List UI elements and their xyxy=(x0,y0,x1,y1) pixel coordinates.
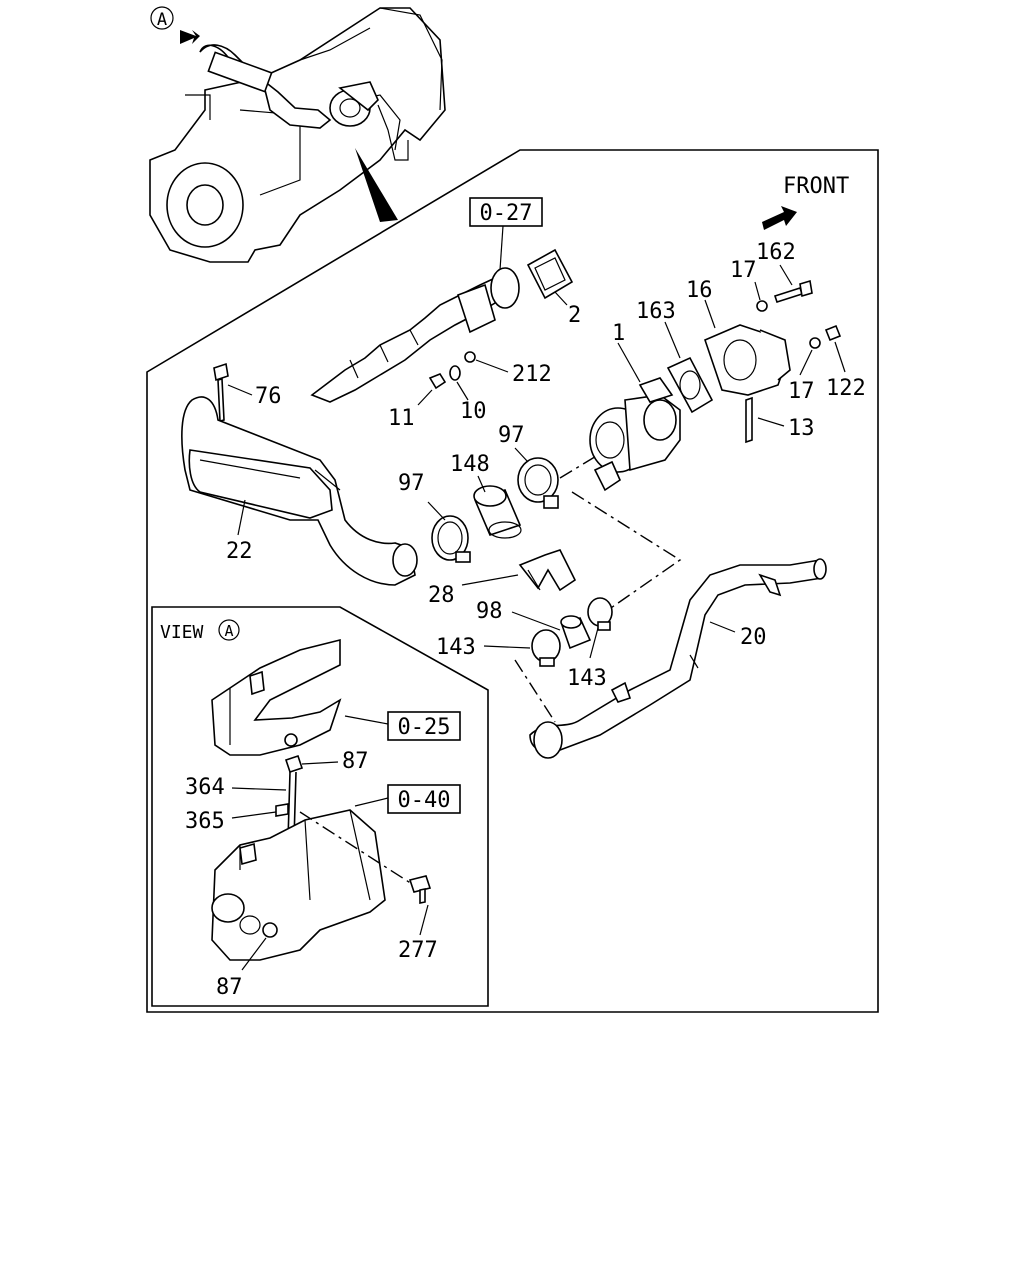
callout-97b: 97 xyxy=(498,423,525,448)
callout-364: 364 xyxy=(185,775,225,800)
assembly-line-clamp xyxy=(571,491,682,611)
view-marker-a-letter: A xyxy=(157,10,167,30)
main-detail-frame xyxy=(146,149,879,1013)
nut-11-part xyxy=(428,373,447,390)
callout-212: 212 xyxy=(512,362,552,387)
clamp-143b-part xyxy=(587,597,613,631)
front-arrow-icon xyxy=(762,206,797,230)
inset-manifold-illustration xyxy=(211,638,342,756)
washer-17b-part xyxy=(809,337,821,349)
bracket-28-part xyxy=(518,549,577,592)
sleeve-98-part xyxy=(560,615,592,650)
callout-277: 277 xyxy=(398,938,438,963)
svg-text:A: A xyxy=(224,622,233,640)
ref-box-0-27[interactable]: 0-27 xyxy=(469,197,543,227)
gasket-2-part xyxy=(526,248,574,300)
nut-122-part xyxy=(824,324,842,342)
callout-17a: 17 xyxy=(730,258,757,283)
callout-87b: 87 xyxy=(216,975,243,1000)
callout-11: 11 xyxy=(388,406,415,431)
gasket-163-part xyxy=(666,356,714,414)
callout-28: 28 xyxy=(428,583,455,608)
front-label: FRONT xyxy=(783,174,849,199)
fitting-87b-part xyxy=(262,922,278,938)
inset-turbo-illustration xyxy=(211,809,386,961)
view-marker-a: A xyxy=(150,6,200,44)
callout-143a: 143 xyxy=(436,635,476,660)
assembly-line-pipe xyxy=(514,659,556,723)
washer-212-part xyxy=(464,351,476,363)
gasket-10-part xyxy=(449,365,461,381)
callout-148: 148 xyxy=(450,452,490,477)
bolt-76-part xyxy=(213,362,229,423)
engine-overview-illustration: A xyxy=(149,6,446,263)
fitting-87a-part xyxy=(284,754,304,774)
stud-13-part xyxy=(745,396,753,444)
callout-162: 162 xyxy=(756,240,796,265)
clip-365-part xyxy=(275,803,289,817)
sleeve-148-part xyxy=(473,485,522,539)
callout-143b: 143 xyxy=(567,666,607,691)
callout-163: 163 xyxy=(636,299,676,324)
washer-17a-part xyxy=(756,300,768,312)
turbocharger-1-part xyxy=(589,377,681,492)
callout-98: 98 xyxy=(476,599,503,624)
callout-2: 2 xyxy=(568,303,581,328)
callout-97a: 97 xyxy=(398,471,425,496)
callout-10: 10 xyxy=(460,399,487,424)
elbow-16-part xyxy=(704,324,791,396)
callout-1: 1 xyxy=(612,321,625,346)
callout-16: 16 xyxy=(686,278,713,303)
callout-76: 76 xyxy=(255,384,282,409)
svg-text:0-40: 0-40 xyxy=(398,788,451,813)
assembly-line-turbo xyxy=(559,454,599,479)
callout-17b: 17 xyxy=(788,379,815,404)
bolt-277-part xyxy=(408,875,432,904)
callout-13: 13 xyxy=(788,416,815,441)
bolt-162-part xyxy=(773,279,813,304)
exhaust-pipe-20-part xyxy=(529,558,827,759)
heat-shield-22-part xyxy=(181,396,418,586)
view-a-inset-marker: A xyxy=(218,619,240,641)
callout-22: 22 xyxy=(226,539,253,564)
callout-365: 365 xyxy=(185,809,225,834)
view-arrow-icon xyxy=(180,30,200,44)
svg-text:0-27: 0-27 xyxy=(480,201,533,226)
view-a-inset-frame xyxy=(151,606,489,1007)
ref-box-0-40[interactable]: 0-40 xyxy=(387,784,461,814)
view-a-label: VIEW xyxy=(160,622,204,643)
clamp-143a-part xyxy=(531,629,561,667)
callout-122: 122 xyxy=(826,376,866,401)
exhaust-manifold-part xyxy=(310,267,520,403)
callout-87a: 87 xyxy=(342,749,369,774)
svg-text:0-25: 0-25 xyxy=(398,715,451,740)
ref-box-0-25[interactable]: 0-25 xyxy=(387,711,461,741)
clamp-97a-part xyxy=(431,515,471,563)
clamp-97b-part xyxy=(517,457,559,509)
callout-20: 20 xyxy=(740,625,767,650)
